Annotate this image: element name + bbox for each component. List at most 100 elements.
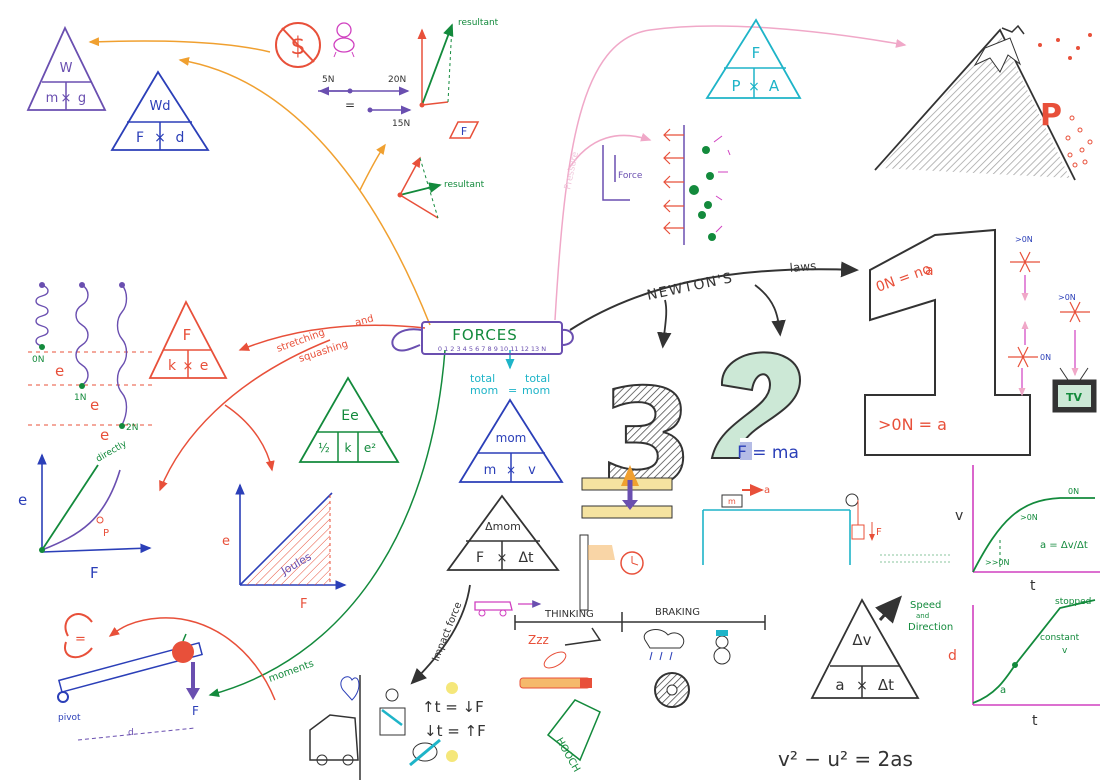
force-diagram-label: Force [618,171,643,181]
graph1-ylabel: e [18,491,27,509]
spring-label-1: 1N [74,393,86,403]
elastic-b: k [345,441,352,455]
velocity-time-graph: v t 0N >0N >>0N a = Δv/Δt [880,465,1100,594]
dollar-icon: $ [290,32,305,60]
work-left: F [136,130,144,146]
spring-e-1: e [90,396,99,414]
total-momentum: total mom = total mom [470,372,550,397]
weight-left: m [46,91,59,106]
pressure-left: P [731,77,740,95]
momentum-op: × [506,463,516,477]
weight-triangle: W m × g [28,28,105,110]
elastic-energy-triangle: Ee ½ k e² [300,378,398,462]
elastic-c: e² [364,441,376,455]
work-right: d [176,130,185,146]
accel-note2: and [916,612,929,620]
acceleration-triangle: Δv a × Δt Speed and Direction [812,600,953,698]
force-20n-label: 20N [388,75,406,85]
svg-text:F: F [461,125,467,138]
momentum-left: m [484,463,497,478]
and-label: and [354,313,375,328]
hooke-top: F [183,326,192,344]
accel-right: Δt [878,676,894,694]
forces-ruler: 0 1 2 3 4 5 6 7 8 9 10 11 12 13 N [438,345,546,353]
dt-constant: constant [1040,633,1080,643]
second-law-m: m [728,497,736,506]
hooke-right: e [200,358,209,374]
suvat-equation: v² − u² = 2as [778,747,913,771]
resultant-top-label: resultant [458,18,499,28]
braking-label: BRAKING [655,607,700,618]
impact-relations: ↑t = ↓F ↓t = ↑F [422,682,486,762]
impulse-op: × [497,551,508,566]
dt-stopped: stopped [1055,597,1091,607]
side-label-1: >0N [1058,293,1076,302]
weight-right: g [78,91,86,106]
dt-a: a [1000,685,1006,696]
extension-graph-2: Joules e F [222,485,345,612]
spring-label-0: 0N [32,355,44,365]
second-law-f: F [876,527,882,538]
accel-op: × [856,678,868,694]
newton-third-law: 3 [582,360,694,518]
moments-equals: = [75,632,86,647]
hooke-triangle: F k × e [150,302,226,378]
momentum-triangle: mom m × v [460,400,562,482]
mountain-drawing: P [875,26,1092,180]
vt-label-2: >>0N [985,558,1009,567]
tv-label: TV [1066,391,1083,404]
spring-label-2: 2N [126,423,138,433]
accel-left: a [835,676,844,694]
vt-eq: a = Δv/Δt [1040,540,1088,551]
pressure-top: F [752,44,761,62]
resultant-bottom-label: resultant [444,180,485,190]
newton-label: NEWTON'S [646,270,735,304]
graph2-xlabel: F [300,597,307,612]
newton-side-figures: >0N >0N 0N TV [1008,235,1096,412]
second-law-a: a [764,485,770,496]
hooke-left: k [168,358,177,374]
total-mom-equals: = [508,384,517,397]
thinking-label: THINKING [544,609,594,620]
total-mom-right-2: mom [522,384,550,397]
dt-ylabel: d [948,648,957,664]
accel-note3: Direction [908,622,953,633]
impact-line-1: ↑t = ↓F [422,698,484,716]
work-top: Wd [149,99,170,114]
spring-e-2: e [100,426,109,444]
first-law-bottom: >0N = a [878,415,947,434]
moments-diagram: = F pivot d [58,614,202,740]
laws-label: laws [789,259,817,275]
impulse-triangle: Δmom F × Δt [448,496,558,570]
impulse-left: F [476,550,484,566]
dt-xlabel: t [1032,713,1038,729]
weight-op: × [61,91,72,106]
dt-v: v [1062,646,1068,656]
stretching-label-group: stretching and squashing [275,313,375,364]
graph1-xlabel: F [90,564,99,582]
graph2-ylabel: e [222,534,230,549]
vt-label-1: >0N [1020,513,1038,522]
stopping-distance: THINKING BRAKING Zzz HOOCH [475,602,765,774]
weight-top: W [60,61,73,76]
newton-laws-label: NEWTON'S laws [646,259,817,304]
accel-note1: Speed [910,600,941,611]
hooch-label: HOOCH [553,736,581,774]
first-law-top-a: a [925,263,934,279]
vt-xlabel: t [1030,578,1036,594]
elastic-a: ½ [318,441,330,455]
moments-pivot: pivot [58,713,81,723]
vector-addition: 5N 20N = 15N resultant F resultant [318,18,499,218]
work-op: × [154,130,166,146]
accel-top: Δv [852,631,871,649]
f-parallelogram: F [450,122,478,138]
hooke-op: × [183,359,194,374]
pressure-op: × [748,79,760,95]
car-crash-drawing [310,675,440,780]
turtle-icon [334,23,354,57]
momentum-right: v [528,463,536,478]
spring-e-0: e [55,362,64,380]
forces-title: FORCES [452,326,518,344]
momentum-top: mom [496,431,527,445]
